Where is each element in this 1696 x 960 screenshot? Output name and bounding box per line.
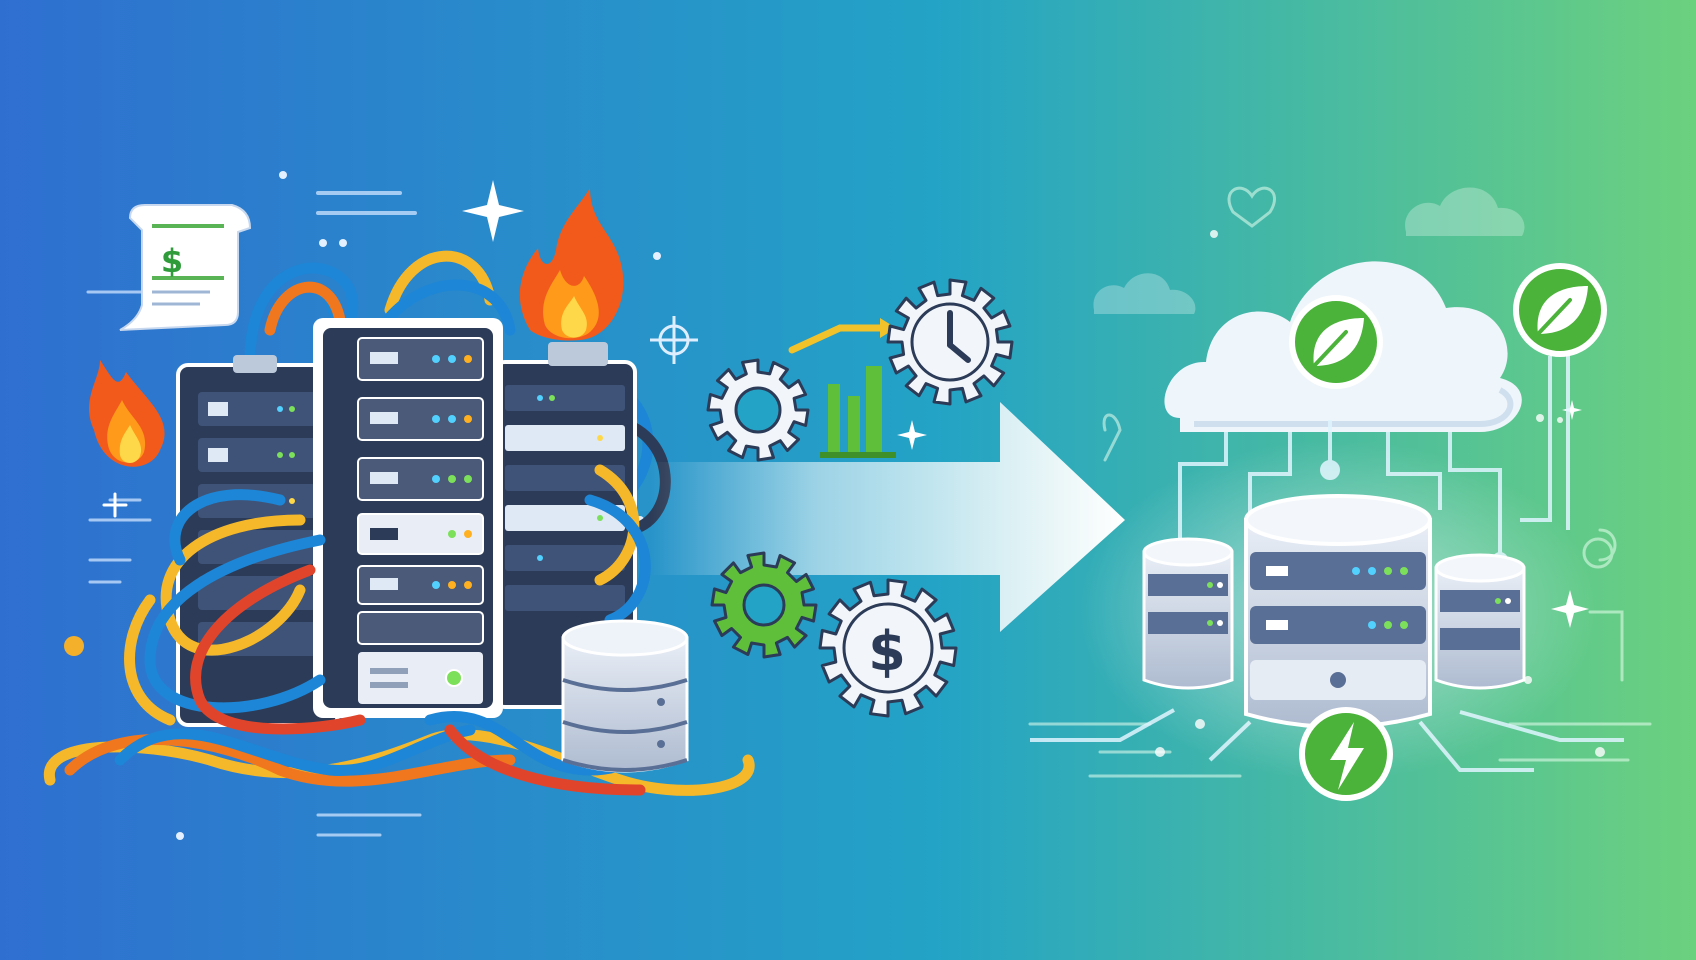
crosshair-icon — [650, 316, 698, 364]
background-cloud-icon — [1093, 187, 1525, 314]
leaf-badge-icon — [1513, 263, 1607, 357]
bar-chart-icon — [788, 318, 896, 458]
sparkle-icon — [462, 180, 524, 242]
gear-icon — [710, 551, 818, 659]
lightning-badge-icon — [1299, 707, 1393, 801]
leaf-badge-icon — [1289, 295, 1383, 389]
rack-connector-left — [233, 355, 277, 373]
rack-connector-right — [548, 342, 608, 366]
dollar-gear-symbol: $ — [868, 620, 906, 683]
receipt-icon: $ — [119, 204, 252, 331]
database-icon-legacy — [561, 619, 689, 773]
receipt-dollar-symbol: $ — [161, 242, 183, 280]
sparkle-icon — [897, 420, 927, 450]
database-icon — [1244, 494, 1432, 729]
gear-hub — [742, 583, 786, 627]
clock-hands — [947, 310, 971, 363]
left-yellow-dot — [64, 636, 84, 656]
server-rack-center — [313, 318, 503, 718]
fire-icon — [519, 188, 624, 341]
gear-hub — [842, 602, 934, 694]
database-icon-side — [1142, 537, 1234, 690]
database-icon-side — [1434, 553, 1526, 690]
small-plus-mark — [102, 492, 128, 518]
dollar-gear-icon — [818, 578, 958, 718]
fire-icon — [89, 360, 165, 467]
gear-icon — [706, 358, 810, 462]
gear-hub — [734, 386, 782, 434]
